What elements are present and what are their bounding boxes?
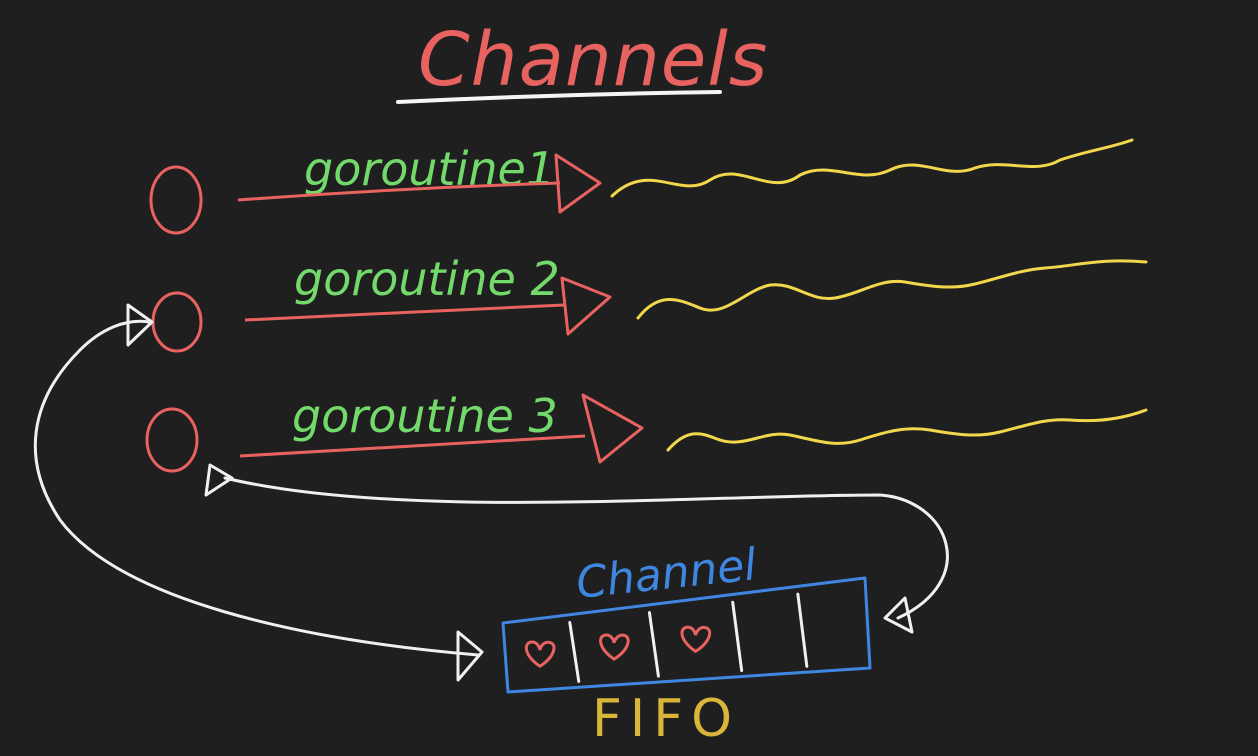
- goroutine-arrow-1: [237, 153, 602, 214]
- goroutine-circle-2: [151, 291, 203, 353]
- title: Channels: [418, 17, 768, 103]
- connector-arrowhead-channel-left: [456, 630, 484, 682]
- channel-label: Channel: [574, 539, 760, 609]
- fifo-label: FIFO: [592, 689, 740, 749]
- connector-channel-to-goroutine-3: [223, 476, 949, 620]
- goroutine-wave-3: [666, 408, 1148, 452]
- connector-arrowhead-goroutine-3: [204, 463, 234, 497]
- goroutine-arrow-3: [239, 393, 644, 464]
- goroutine-label-2: goroutine 2: [294, 252, 560, 306]
- channel-slot-divider: [731, 600, 744, 673]
- goroutine-circle-1: [149, 165, 203, 235]
- heart-icon: [599, 633, 630, 661]
- goroutine-label-3: goroutine 3: [292, 389, 558, 443]
- connector-arrowhead-channel-right: [883, 596, 914, 634]
- connector-channel-to-goroutine-2: [33, 319, 480, 657]
- goroutine-wave-1: [610, 138, 1134, 198]
- goroutine-circle-3: [145, 407, 199, 473]
- channel-slot-divider: [796, 592, 809, 668]
- title-underline: [396, 90, 722, 104]
- heart-icon: [524, 640, 556, 669]
- channel-slot-divider: [647, 611, 660, 678]
- channel-slot-dividers: [568, 592, 809, 683]
- heart-icon: [680, 625, 712, 654]
- connector-arrowhead-goroutine-2: [126, 303, 154, 347]
- goroutine-wave-2: [636, 259, 1148, 320]
- channel-slot-divider: [568, 620, 581, 683]
- goroutine-arrow-2: [244, 276, 612, 336]
- channel-box: [501, 576, 872, 694]
- channel-items: [524, 625, 712, 669]
